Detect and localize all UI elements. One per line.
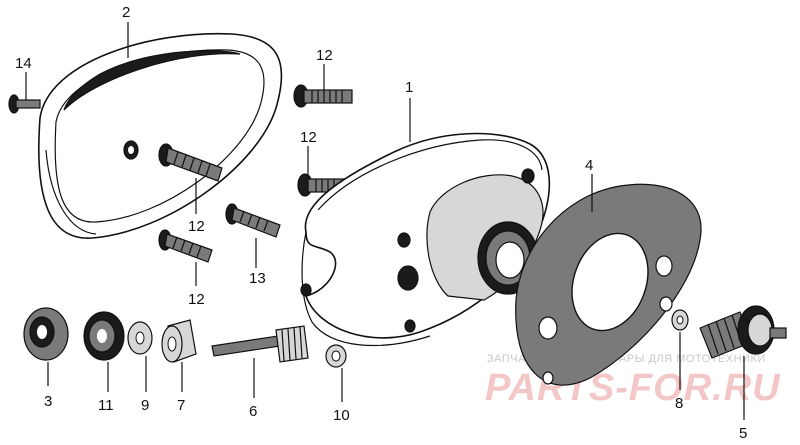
callout-1: 1	[405, 79, 413, 96]
part-6-driven-gear-shaft	[211, 325, 309, 363]
callout-4: 4	[585, 157, 593, 174]
callout-11: 11	[98, 397, 114, 414]
part-3-seal	[23, 307, 69, 361]
callout-7: 7	[177, 397, 185, 414]
callout-6: 6	[249, 403, 257, 420]
callout-10: 10	[333, 407, 350, 424]
part-12-bolt-upper	[293, 84, 353, 108]
part-9-washer	[127, 321, 153, 355]
part-12-bolt-lower	[158, 229, 213, 263]
part-12-bolt-cover	[158, 143, 223, 182]
part-10-washer	[325, 344, 347, 368]
callouts: 2 14 12 1 12 4 12 13 12 3 11 9 7 6 10 8 …	[15, 4, 747, 442]
callout-13: 13	[249, 270, 266, 287]
part-14-screw	[8, 94, 41, 114]
callout-9: 9	[141, 397, 149, 414]
callout-5: 5	[739, 425, 747, 442]
callout-12-lower: 12	[188, 291, 205, 308]
callout-3: 3	[44, 393, 52, 410]
part-7-collar	[161, 319, 197, 363]
callout-12-cover: 12	[188, 218, 205, 235]
part-8-washer	[671, 309, 689, 331]
part-4-gasket	[515, 183, 702, 386]
part-1-housing	[300, 132, 551, 347]
callout-2: 2	[122, 4, 130, 21]
part-11-seal	[83, 311, 125, 361]
leader-lines	[25, 22, 745, 420]
callout-8: 8	[675, 395, 683, 412]
part-13-bolt	[225, 203, 281, 238]
callout-12-upper: 12	[316, 47, 333, 64]
callout-12-middle: 12	[300, 129, 317, 146]
callout-14: 14	[15, 55, 32, 72]
watermark-brand: PARTS-FOR.RU	[485, 367, 781, 409]
part-2-oval-cover	[38, 32, 283, 239]
part-5-drive-assembly	[699, 305, 787, 359]
